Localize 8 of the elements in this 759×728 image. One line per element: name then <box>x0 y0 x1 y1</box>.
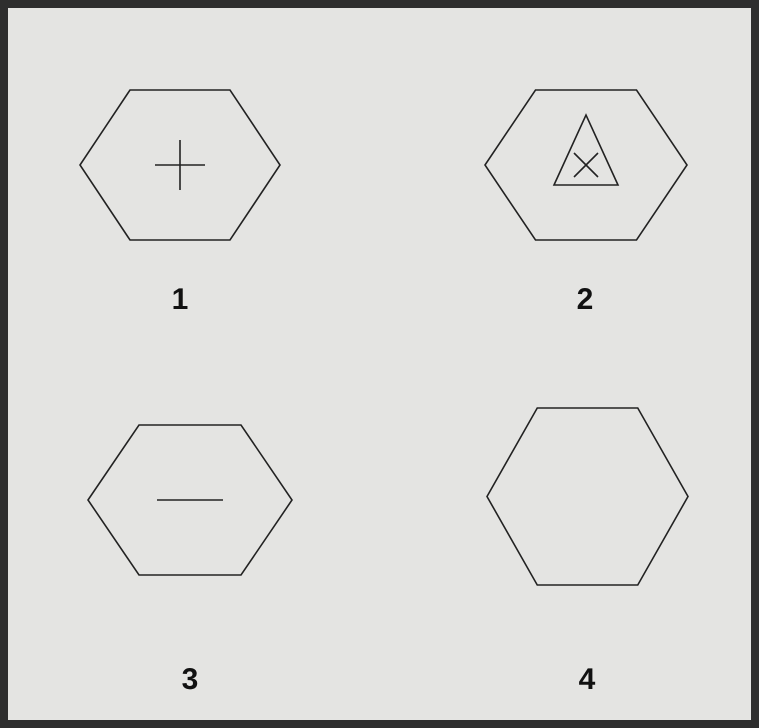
figure-number: 1 <box>170 282 190 318</box>
figure-number: 4 <box>578 662 596 698</box>
hexagon <box>484 89 688 241</box>
hexagon <box>486 407 689 586</box>
hexagon <box>87 424 293 576</box>
hexagon <box>79 89 281 241</box>
figure-number: 3 <box>180 662 200 698</box>
figure-number: 2 <box>576 282 594 318</box>
